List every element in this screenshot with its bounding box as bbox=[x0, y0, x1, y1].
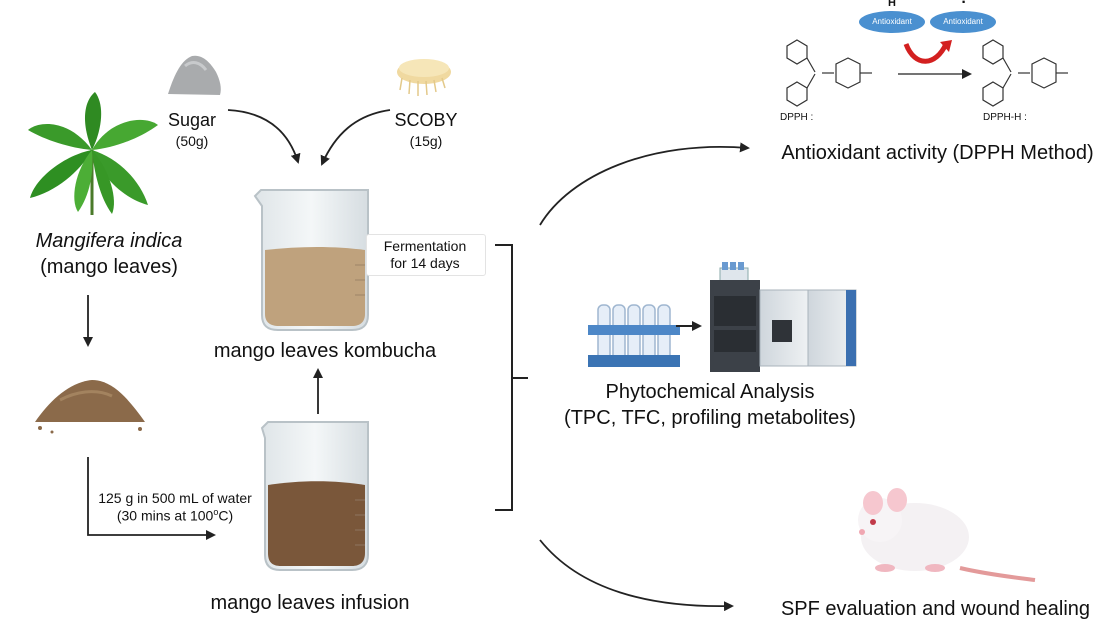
to-antioxidant-arrow bbox=[539, 142, 750, 226]
dpph-molecule bbox=[786, 39, 872, 107]
antioxidant-ellipse-right bbox=[930, 11, 996, 33]
scoby-icon bbox=[397, 59, 451, 96]
sugar-amount: (50g) bbox=[175, 133, 209, 149]
fermentation-line2: for 14 days bbox=[390, 255, 460, 271]
fermentation-box bbox=[366, 234, 486, 276]
plant-species-label: Mangifera indica bbox=[35, 230, 183, 252]
hydrogen-atom-label: H bbox=[888, 0, 896, 9]
infusion-temp-prefix: (30 mins at 100 bbox=[116, 507, 214, 524]
to-spf-arrow bbox=[539, 539, 734, 612]
mouse-icon bbox=[858, 488, 1036, 582]
antioxidant-text-left: Antioxidant bbox=[872, 17, 912, 26]
curved-red-arrow bbox=[903, 42, 949, 64]
sugar-label: Sugar bbox=[167, 110, 217, 130]
test-tube-rack-icon bbox=[588, 304, 680, 367]
powder-to-infusion-arrow bbox=[87, 457, 216, 540]
antioxidant-text-right: Antioxidant bbox=[943, 17, 983, 26]
dpph-product-label: DPPH-H : bbox=[983, 112, 1027, 123]
degree-sup: o bbox=[213, 507, 219, 517]
sugar-pile-icon bbox=[168, 55, 221, 95]
scoby-label: SCOBY bbox=[394, 110, 458, 130]
antioxidant-output-label: Antioxidant activity (DPPH Method) bbox=[781, 142, 1094, 164]
infusion-step-line2: (30 mins at 100oC) bbox=[90, 507, 260, 524]
phyto-line2: (TPC, TFC, profiling metabolites) bbox=[564, 407, 856, 429]
spf-output-label: SPF evaluation and wound healing bbox=[780, 598, 1091, 620]
kombucha-beaker-icon bbox=[253, 189, 369, 331]
analysis-bracket bbox=[495, 244, 513, 511]
scoby-amount: (15g) bbox=[409, 133, 443, 149]
scoby-arrow bbox=[320, 109, 391, 166]
dpph-reaction-scheme bbox=[786, 11, 1068, 107]
fermentation-line1: Fermentation bbox=[383, 238, 467, 254]
lcms-instrument-icon bbox=[710, 262, 857, 372]
mango-leaves-icon bbox=[28, 92, 158, 215]
dpph-h-molecule bbox=[982, 39, 1068, 107]
sugar-arrow bbox=[227, 109, 301, 164]
leaf-powder-icon bbox=[35, 380, 145, 434]
infusion-step-line1: 125 g in 500 mL of water bbox=[98, 490, 252, 506]
phyto-line1: Phytochemical Analysis bbox=[605, 381, 815, 403]
infusion-temp-suffix: C) bbox=[218, 507, 234, 524]
plant-common-label: (mango leaves) bbox=[40, 256, 178, 278]
radical-dot: · bbox=[961, 0, 967, 11]
infusion-label: mango leaves infusion bbox=[210, 592, 410, 614]
dpph-reactant-label: DPPH : bbox=[780, 112, 814, 123]
antioxidant-ellipse-left bbox=[859, 11, 925, 33]
infusion-beaker-icon bbox=[260, 421, 369, 571]
kombucha-label: mango leaves kombucha bbox=[213, 340, 437, 362]
